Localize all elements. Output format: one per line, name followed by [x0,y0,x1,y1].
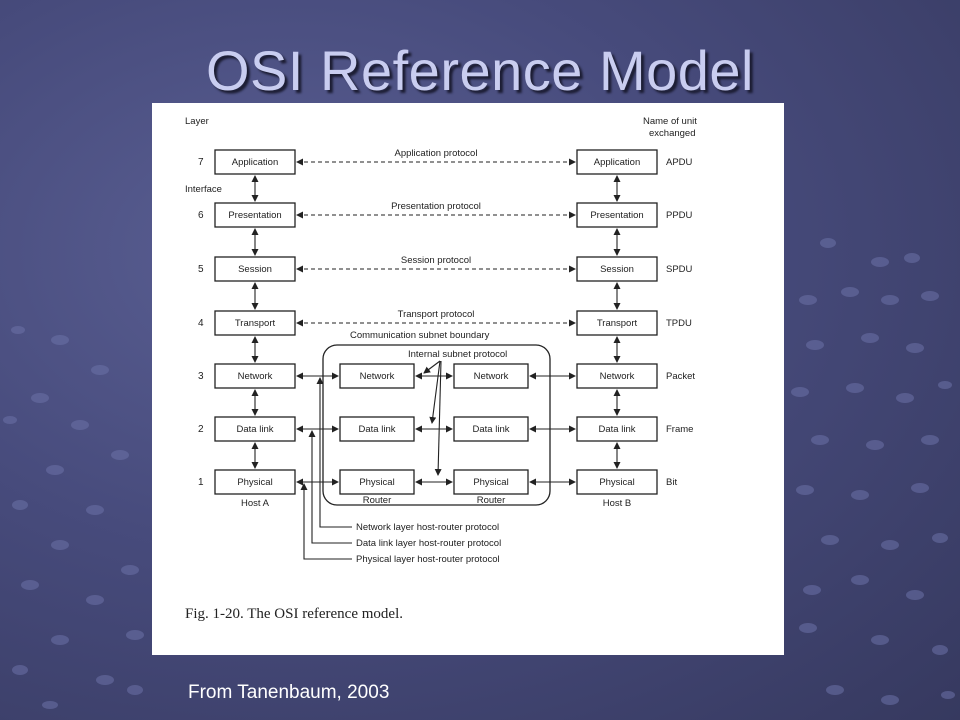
svg-text:Physical: Physical [359,477,394,488]
unit-frame: Frame [666,424,693,435]
host-a-label: Host A [241,498,270,509]
application-protocol-label: Application protocol [395,148,478,159]
host-b-transport: Transport [576,310,658,336]
svg-text:Network: Network [600,371,635,382]
host-b-label: Host B [603,498,632,509]
data-link-host-router-protocol-label: Data link layer host-router protocol [356,538,501,549]
unit-bit: Bit [666,477,677,488]
osi-figure: Layer Name of unit exchanged Interface 7… [152,103,784,655]
host-a-data-link: Data link [214,416,296,442]
osi-diagram: Layer Name of unit exchanged Interface 7… [185,116,697,622]
network-host-router-protocol-label: Network layer host-router protocol [356,522,499,533]
layer-number-4: 4 [198,318,204,329]
unit-apdu: APDU [666,157,693,168]
peer-protocol-lines [296,158,576,327]
layer-number-5: 5 [198,264,204,275]
interface-label: Interface [185,184,222,195]
router-1-data-link: Data link [339,416,415,442]
host-a-physical: Physical [214,469,296,495]
router-2-label: Router [477,495,506,506]
svg-text:Application: Application [232,157,278,168]
layer-number-1: 1 [198,477,204,488]
layer-number-3: 3 [198,371,204,382]
router-2-physical: Physical [453,469,529,495]
svg-text:Application: Application [594,157,640,168]
figure-caption: Fig. 1-20. The OSI reference model. [185,606,403,622]
svg-text:Data link: Data link [237,424,274,435]
svg-text:Transport: Transport [597,318,638,329]
layer-number-7: 7 [198,157,204,168]
svg-text:Presentation: Presentation [590,210,643,221]
svg-text:Data link: Data link [359,424,396,435]
host-b-network: Network [576,363,658,389]
presentation-protocol-label: Presentation protocol [391,201,481,212]
subnet-boundary-label: Communication subnet boundary [350,330,490,341]
slide-title: OSI Reference Model [206,39,754,102]
router-2-data-link: Data link [453,416,529,442]
host-a-session: Session [214,256,296,282]
svg-text:Transport: Transport [235,318,276,329]
svg-text:Presentation: Presentation [228,210,281,221]
layer-number-2: 2 [198,424,204,435]
svg-text:Physical: Physical [599,477,634,488]
host-a-network: Network [214,363,296,389]
host-b-session: Session [576,256,658,282]
host-a-presentation: Presentation [214,202,296,228]
router-1-network: Network [339,363,415,389]
layer-number-6: 6 [198,210,204,221]
unit-spdu: SPDU [666,264,693,275]
svg-text:Session: Session [600,264,634,275]
subnet-links [296,360,576,486]
host-a-transport: Transport [214,310,296,336]
unit-header-line1: Name of unit [643,116,697,127]
layer-header: Layer [185,116,209,127]
router-1-physical: Physical [339,469,415,495]
svg-text:Network: Network [360,371,395,382]
svg-text:Session: Session [238,264,272,275]
session-protocol-label: Session protocol [401,255,471,266]
host-b-application: Application [576,149,658,175]
router-1-label: Router [363,495,392,506]
svg-text:Data link: Data link [473,424,510,435]
host-router-protocol-brackets [300,377,352,560]
transport-protocol-label: Transport protocol [398,309,475,320]
unit-tpdu: TPDU [666,318,692,329]
host-b-data-link: Data link [576,416,658,442]
host-b-presentation: Presentation [576,202,658,228]
svg-text:Network: Network [474,371,509,382]
unit-packet: Packet [666,371,695,382]
svg-text:Physical: Physical [237,477,272,488]
physical-host-router-protocol-label: Physical layer host-router protocol [356,554,500,565]
unit-ppdu: PPDU [666,210,693,221]
host-b-physical: Physical [576,469,658,495]
svg-text:Network: Network [238,371,273,382]
subnet-boundary [322,344,551,506]
source-credit: From Tanenbaum, 2003 [188,682,390,703]
svg-text:Physical: Physical [473,477,508,488]
router-2-network: Network [453,363,529,389]
internal-subnet-protocol-label: Internal subnet protocol [408,349,507,360]
svg-text:Data link: Data link [599,424,636,435]
unit-header-line2: exchanged [649,128,695,139]
host-a-application: Application [214,149,296,175]
